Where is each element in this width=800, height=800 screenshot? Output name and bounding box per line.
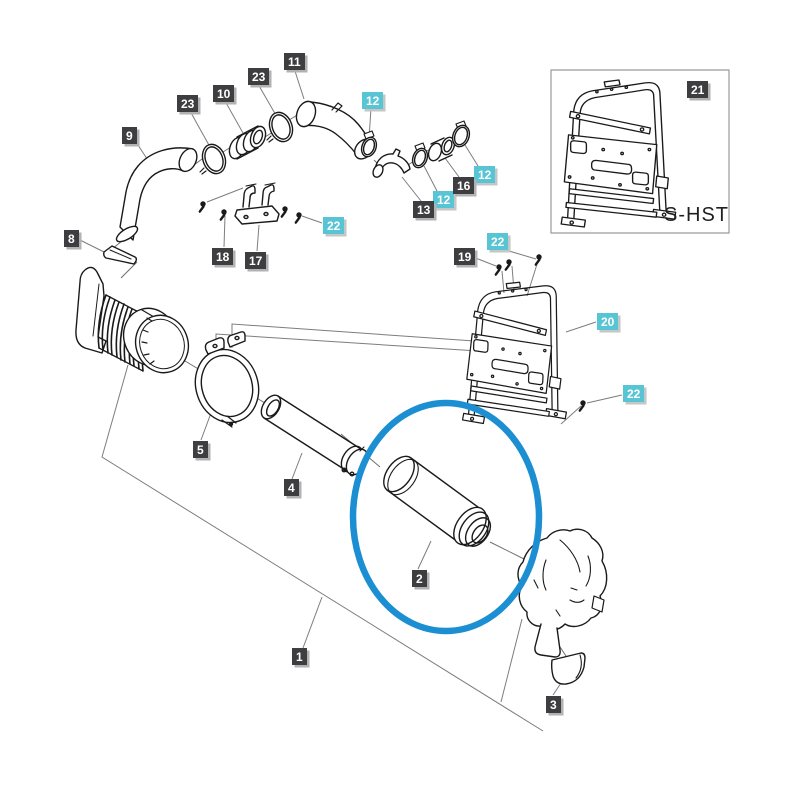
- part-10-coupler: [228, 125, 267, 160]
- part-label-4[interactable]: 4: [284, 479, 299, 496]
- part-label-3[interactable]: 3: [546, 696, 561, 713]
- part-23-clamp-right: [266, 111, 294, 143]
- part-2-filter-element: [383, 455, 492, 547]
- part-9-elbow-hose: [115, 147, 198, 243]
- part-label-10[interactable]: 10: [213, 85, 235, 102]
- part-label-20[interactable]: 20: [597, 313, 619, 330]
- part-5-clamp: [194, 331, 260, 428]
- part-20-frame: [461, 279, 572, 428]
- part-3-cover: [517, 528, 608, 685]
- part-22-screw-bottom: [578, 399, 587, 412]
- part-18-screws: [198, 200, 228, 221]
- part-label-12[interactable]: 12: [433, 191, 455, 208]
- part-12-clamp-top: [360, 130, 378, 158]
- part-label-22[interactable]: 22: [323, 217, 345, 234]
- part-8-pin: [103, 245, 138, 265]
- highlight-ellipse: [349, 399, 543, 635]
- part-22-screws-bracket: [280, 205, 303, 224]
- part-label-21[interactable]: 21: [687, 81, 709, 98]
- part-4-tube: [260, 394, 369, 477]
- leader-lines: [79, 67, 687, 696]
- part-16-coupler: [427, 136, 456, 162]
- part-label-23[interactable]: 23: [177, 95, 199, 112]
- part-label-22[interactable]: 22: [623, 385, 645, 402]
- part-label-12[interactable]: 12: [474, 166, 496, 183]
- part-label-11[interactable]: 11: [284, 53, 305, 70]
- part-label-18[interactable]: 18: [212, 248, 234, 265]
- part-label-19[interactable]: 19: [454, 248, 476, 265]
- part-label-1[interactable]: 1: [292, 648, 307, 665]
- part-22-screw-top: [534, 253, 543, 266]
- part-1-air-cleaner-housing: [75, 266, 190, 374]
- part-13-hose: [372, 148, 411, 178]
- part-label-2[interactable]: 2: [412, 570, 427, 587]
- part-label-13[interactable]: 13: [413, 201, 435, 218]
- part-23-clamp-left: [199, 143, 227, 175]
- part-label-22[interactable]: 22: [487, 233, 509, 250]
- inset-caption: S-HST: [664, 204, 729, 226]
- part-label-12[interactable]: 12: [362, 92, 384, 109]
- part-label-16[interactable]: 16: [453, 177, 475, 194]
- part-label-8[interactable]: 8: [64, 230, 79, 247]
- part-12-clamp-right: [451, 120, 471, 148]
- part-label-23[interactable]: 23: [248, 68, 270, 85]
- part-label-5[interactable]: 5: [193, 441, 208, 458]
- part-19-screws: [494, 258, 513, 276]
- part-label-17[interactable]: 17: [245, 252, 267, 269]
- part-12-clamp-mid: [411, 142, 429, 169]
- part-17-bracket: [234, 182, 280, 225]
- part-label-9[interactable]: 9: [122, 127, 137, 144]
